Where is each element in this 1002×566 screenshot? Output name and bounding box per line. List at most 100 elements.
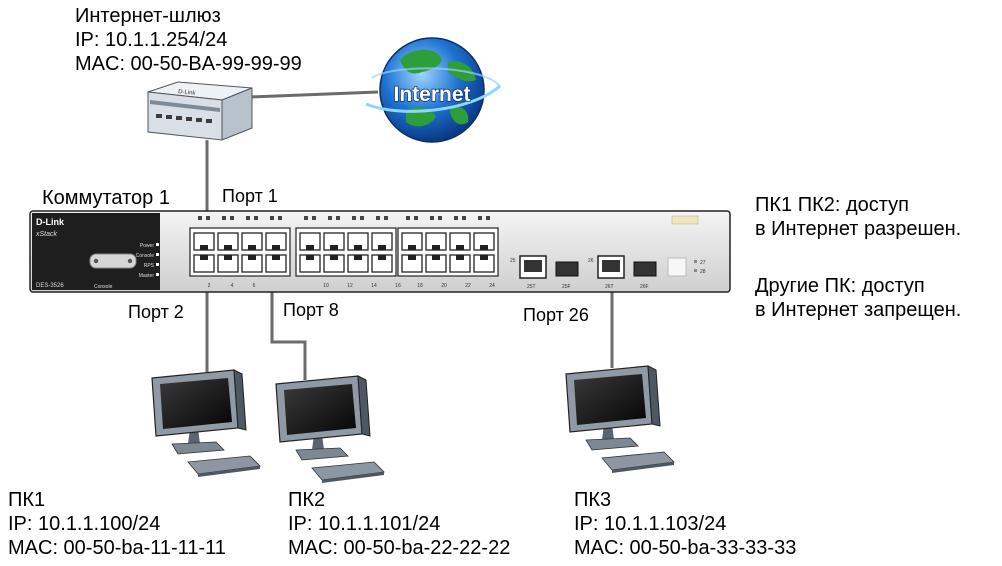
svg-text:RPS: RPS [144,263,155,269]
port-led [486,216,490,220]
rj45-port [299,254,321,273]
pc2-monitor-icon [275,375,385,483]
rj45-port [323,232,345,251]
port-number: 4 [231,283,234,289]
pc2-mac: MAC: 00-50-ba-22-22-22 [288,537,511,559]
internet-label: Internet [393,83,470,106]
uplink-label-26t: 26T [605,284,614,290]
pc1-monitor-icon [151,369,261,477]
pc1-ip: IP: 10.1.1.100/24 [8,513,161,535]
port-led [376,216,380,220]
rj45-port [371,254,393,273]
port-led [312,216,316,220]
rj45-port [241,232,263,251]
rj45-port [193,254,215,273]
rj45-port [323,254,345,273]
rj45-port [401,254,423,273]
svg-text:Console: Console [136,253,155,259]
port-number: 10 [323,283,329,289]
port2-label: Порт 2 [128,302,184,322]
pc3-info: ПК3 IP: 10.1.1.103/24 MAC: 00-50-ba-33-3… [574,488,796,560]
port-led [406,216,410,220]
uplink-side-26: 26 [588,258,594,264]
switch-console-label: Console [94,284,113,290]
switch-1: D-Link xStack DES-3526 Console Power Con… [29,210,731,293]
uplink-label-25f: 25F [562,284,571,290]
port-led [414,216,418,220]
pc3-ip: IP: 10.1.1.103/24 [574,513,727,535]
cable-router-internet [249,90,379,99]
rj45-port [449,254,471,273]
uplink-ports [519,255,687,279]
rj45-port [473,254,495,273]
port-led [478,216,482,220]
rj45-port [241,254,263,273]
port-number: 14 [371,283,377,289]
switch-brand: D-Link [36,217,65,227]
pc1-info: ПК1 IP: 10.1.1.100/24 MAC: 00-50-ba-11-1… [8,488,226,560]
port-number: 24 [489,283,495,289]
pc3-monitor-icon [565,365,675,473]
switch-name: Коммутатор 1 [42,187,170,209]
gateway-name: Интернет-шлюз [75,5,221,27]
port-number: 12 [347,283,353,289]
policy-denied: Другие ПК: доступ в Интернет запрещен. [755,275,962,321]
port-number: 2 [208,283,211,289]
port-led [230,216,234,220]
router-brand: D-Link [178,89,197,97]
port26-label: Порт 26 [523,305,589,325]
port-led [222,216,226,220]
rj45-port [473,232,495,251]
cable-port8-pc2 [270,268,307,380]
pc1-name: ПК1 [8,489,46,511]
right-led-28: 28 [700,269,706,275]
right-led-27: 27 [700,260,706,266]
port-led [278,216,282,220]
port-led [246,216,250,220]
rj45-port-groups [189,216,499,277]
rj45-port [425,254,447,273]
port-number: 6 [253,283,256,289]
pc1-mac: MAC: 00-50-ba-11-11-11 [8,537,226,559]
port-led [360,216,364,220]
svg-text:Power: Power [140,243,155,249]
port-led [270,216,274,220]
status-leds: Power Console RPS Master [136,243,155,279]
rj45-port [265,254,287,273]
port-number: 18 [417,283,423,289]
rj45-port [193,232,215,251]
port-led [254,216,258,220]
uplink-label-25t: 25T [527,284,536,290]
port-led [438,216,442,220]
internet-globe-icon: Internet [365,37,501,143]
pc3-mac: MAC: 00-50-ba-33-33-33 [574,537,797,559]
port-number: 22 [465,283,471,289]
switch-series: xStack [35,231,58,238]
rj45-port [449,232,471,251]
uplink-side-25: 25 [510,258,516,264]
pc2-name: ПК2 [288,489,326,511]
rj45-port [371,232,393,251]
gateway-mac: MAC: 00-50-BA-99-99-99 [75,53,302,75]
uplink-label-26f: 26F [640,284,649,290]
port-led [304,216,308,220]
port-led [336,216,340,220]
port-number: 20 [441,283,447,289]
svg-text:Master: Master [139,273,155,279]
port-number: 16 [395,283,401,289]
switch-model: DES-3526 [36,283,64,289]
port-led [454,216,458,220]
port-led [198,216,202,220]
port-led [352,216,356,220]
rj45-port [217,254,239,273]
rj45-port [347,232,369,251]
port-led [328,216,332,220]
port1-label: Порт 1 [222,186,278,206]
rj45-port [347,254,369,273]
policy-allowed: ПК1 ПК2: доступ в Интернет разрешен. [755,194,962,240]
console-port-icon [89,253,137,269]
pc2-ip: IP: 10.1.1.101/24 [288,513,441,535]
